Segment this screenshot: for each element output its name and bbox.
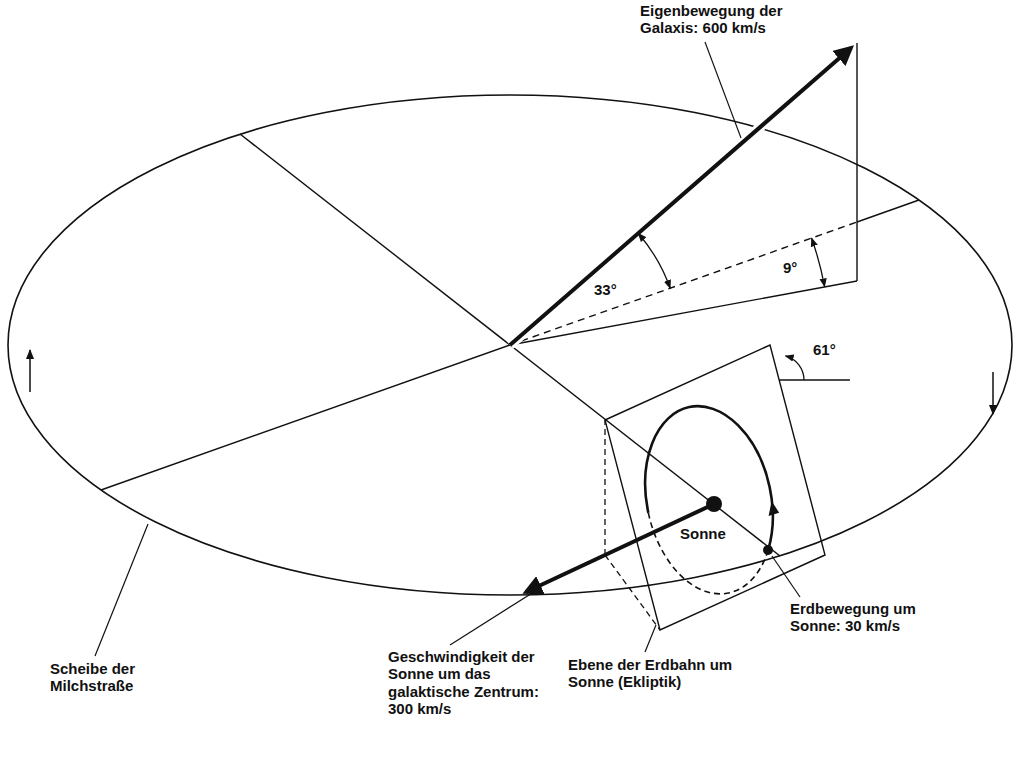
angle-arc	[786, 356, 805, 380]
galaxy-motion-arrow	[510, 48, 851, 345]
projection-line	[510, 281, 857, 345]
disk-label: Scheibe der Milchstraße	[50, 660, 180, 695]
leader-line	[450, 590, 537, 645]
leader-line	[705, 42, 741, 138]
angle-arc	[638, 234, 670, 289]
arrow-halo	[510, 47, 852, 345]
angle-label: 33°	[594, 281, 617, 298]
orbit-front	[629, 394, 783, 572]
earth-motion-label: Erdbewegung um Sonne: 30 km/s	[790, 600, 930, 635]
motion-label: Eigenbewegung der Galaxis: 600 km/s	[640, 2, 820, 37]
disk-axis	[101, 345, 510, 490]
orbit-back	[648, 490, 775, 606]
disk-axis	[857, 200, 919, 222]
sun-dot	[706, 496, 722, 512]
projection-line	[856, 43, 857, 281]
disk-axis-dashed	[510, 222, 857, 345]
earth-orbit	[629, 393, 794, 606]
orbit-arrow	[766, 500, 780, 516]
earth-dot	[763, 545, 773, 555]
rotation-arrow	[992, 372, 994, 414]
leader-line	[772, 556, 800, 597]
rotation-arrow	[29, 350, 31, 392]
sun-velocity-arrow	[526, 504, 714, 592]
velocity-label: Geschwindigkeit der Sonne um das galakti…	[388, 648, 558, 717]
plane-label: Ebene der Erdbahn um Sonne (Ekliptik)	[568, 656, 758, 691]
angle-label: 9°	[783, 259, 797, 276]
angle-label: 61°	[813, 341, 836, 358]
ecliptic-plane	[605, 345, 825, 630]
angle-arc	[812, 238, 825, 287]
reference-line	[779, 379, 850, 380]
leader-line	[95, 524, 148, 656]
sun-label: Sonne	[678, 525, 728, 542]
projection-line	[604, 420, 605, 555]
leader-line	[645, 625, 656, 652]
projection-line	[605, 555, 660, 630]
